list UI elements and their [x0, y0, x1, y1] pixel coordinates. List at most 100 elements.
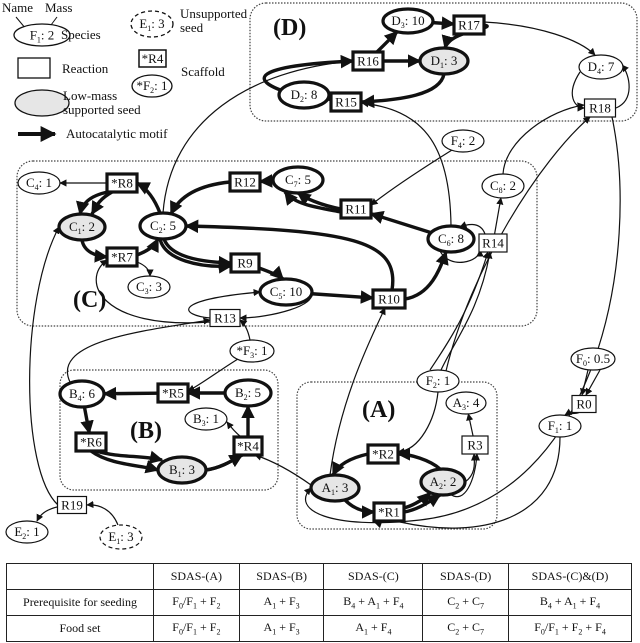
sdas-table-container: SDAS-(A) SDAS-(B) SDAS-(C) SDAS-(D) SDAS… [6, 563, 632, 642]
edge-a1-to-r10 [329, 307, 386, 476]
edge-c2-to-r16 [162, 57, 354, 214]
reaction-box [209, 308, 241, 328]
row-label: Prerequisite for seeding [6, 589, 154, 616]
species-label: F1: 1 [548, 418, 573, 435]
edge-r1-to-a2 [403, 493, 442, 514]
table-header-cell: SDAS-(A) [153, 563, 240, 590]
reaction-label: *R7 [111, 250, 133, 265]
legend-species-example: F1: 2 [30, 28, 55, 45]
table-cell: C2 + C7 [422, 589, 510, 616]
legend-scaffold-species [131, 74, 173, 98]
edge-f4-to-r11 [370, 149, 453, 206]
table-header-cell: SDAS-(C)&(D) [508, 563, 632, 590]
reaction-box [351, 50, 385, 72]
reaction-label: *R5 [162, 386, 184, 401]
reaction-label: R13 [214, 311, 236, 326]
legend-scaffold-label: Scaffold [181, 64, 225, 79]
species-ellipse [538, 414, 582, 438]
reaction-node-r12: R12 [228, 171, 262, 193]
edge-f2-to-r14 [429, 251, 490, 371]
species-ellipse [441, 129, 485, 153]
species-node-a1: A1: 3 [309, 473, 361, 503]
edge-r8-to-c1 [90, 190, 113, 216]
edge-d4-to-r18 [571, 71, 585, 112]
reaction-node-r15: R15 [329, 91, 363, 113]
species-label: A3: 4 [453, 395, 480, 412]
reaction-box [366, 443, 400, 465]
species-label: C3: 3 [136, 279, 162, 296]
reaction-label: R9 [237, 256, 252, 271]
table-row: Food set F0/F1 + F2 A1 + F3 A1 + F4 C2 +… [6, 615, 632, 642]
table-cell: F0/F1 + F2 + F4 [508, 615, 632, 642]
edge-r10-to-c6 [404, 250, 449, 301]
species-ellipse [309, 473, 361, 503]
legend-unsupported-example: E1: 3 [139, 16, 164, 33]
reaction-label: R0 [576, 397, 591, 412]
edge-r13-to-c5 [188, 288, 261, 319]
edge-c6-to-r15 [361, 100, 452, 227]
edge-r9-to-c5 [258, 265, 285, 281]
species-ellipse [57, 212, 107, 242]
reaction-box [371, 288, 407, 310]
species-ellipse [229, 339, 275, 363]
edge-r8-to-c1 [76, 190, 109, 216]
species-label: E1: 3 [108, 529, 133, 546]
legend-unsupported-label-1: Unsupported [180, 6, 248, 21]
table-header-cell: SDAS-(D) [422, 563, 510, 590]
edge-f0-to-r0 [580, 369, 589, 396]
edge-c8-to-r18 [502, 102, 585, 175]
reaction-box [571, 394, 597, 414]
edge-r18-to-d4 [615, 64, 630, 109]
edge-a1-to-r1 [343, 498, 376, 519]
table-cell: F0/F1 + F2 [153, 615, 240, 642]
edge-f2-to-r14 [440, 251, 493, 371]
species-label: C1: 2 [69, 219, 95, 236]
reaction-node-r5: *R5 [156, 382, 190, 404]
species-node-f2: F2: 1 [416, 369, 460, 393]
reaction-box [105, 172, 139, 194]
species-node-b1: B1: 3 [156, 455, 208, 485]
species-node-f0: F0: 0.5 [570, 347, 616, 371]
reaction-box [372, 501, 406, 523]
species-node-a3: A3: 4 [445, 391, 487, 415]
edge-e1-to-r19 [86, 500, 119, 526]
reaction-label: R15 [335, 95, 357, 110]
edge-b4-to-r13 [66, 317, 211, 383]
species-label: E2: 1 [14, 524, 39, 541]
species-ellipse [578, 54, 624, 80]
edge-r7-to-c3 [136, 261, 154, 277]
species-label: B2: 5 [235, 385, 261, 402]
edge-r17-to-d4 [483, 21, 596, 56]
species-label: C6: 8 [438, 231, 464, 248]
species-ellipse [17, 171, 61, 195]
table-cell: A1 + F3 [238, 589, 325, 616]
table-cell: C2 + C7 [422, 615, 510, 642]
edge-f3-to-r13 [239, 319, 251, 341]
species-ellipse [381, 7, 435, 35]
edge-f2-to-r2 [397, 391, 439, 455]
edge-a2-to-r3 [449, 453, 481, 497]
reaction-node-r0: R0 [571, 394, 597, 414]
table-cell: B4 + A1 + F4 [323, 589, 424, 616]
reaction-box [583, 98, 617, 118]
species-ellipse [156, 455, 208, 485]
legend: Name Mass F1: 2 Species Reaction Low-mas… [2, 0, 248, 142]
table-header-cell: SDAS-(C) [323, 563, 424, 590]
edge-d1-to-r15 [360, 73, 446, 109]
species-node-e2: E2: 1 [5, 520, 49, 544]
edge-r7-to-c2 [136, 237, 160, 257]
species-ellipse [419, 467, 467, 497]
reaction-box [56, 495, 88, 515]
edge-r11-to-c7 [283, 190, 342, 214]
species-ellipse [271, 165, 325, 195]
reaction-box [156, 382, 190, 404]
species-node-e1: E1: 3 [99, 524, 143, 550]
reaction-box [329, 91, 363, 113]
reaction-label: R17 [458, 18, 480, 33]
species-ellipse [223, 378, 273, 408]
reaction-label: *R4 [237, 439, 259, 454]
edge-r3-to-a3 [466, 413, 474, 437]
species-label: F2: 1 [426, 373, 451, 390]
reaction-label: R12 [234, 175, 256, 190]
edge-r6-to-b1 [89, 449, 160, 474]
